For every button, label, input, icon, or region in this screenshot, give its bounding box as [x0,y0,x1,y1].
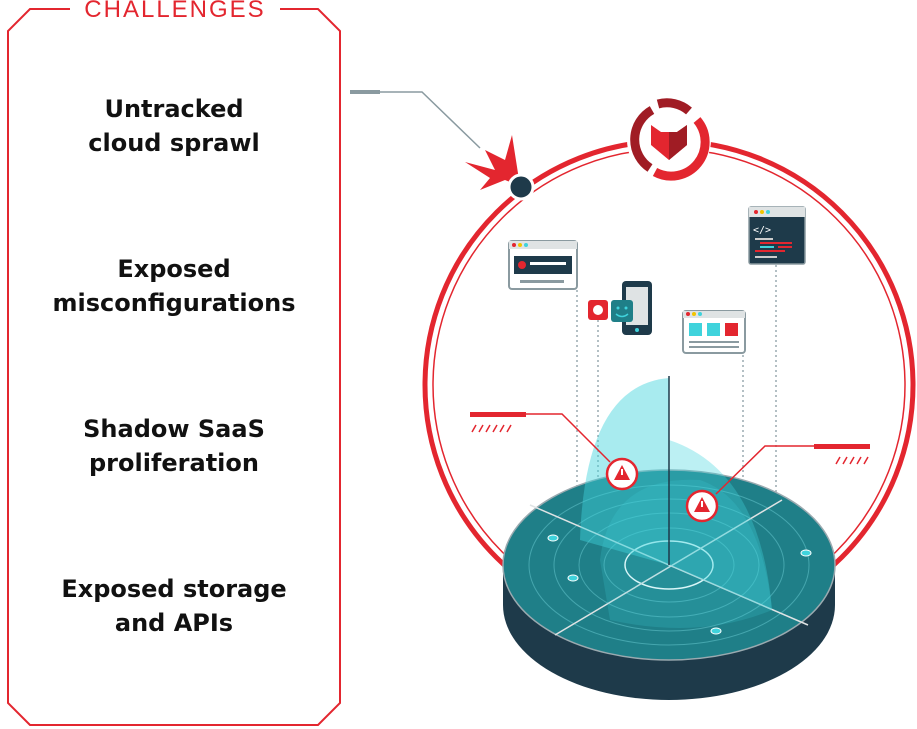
challenge-line: misconfigurations [52,289,296,317]
browser-window-icon [508,240,578,290]
challenge-line: Exposed [117,255,231,283]
challenge-line: and APIs [114,609,234,637]
callout-bar [350,90,380,94]
challenge-line: Untracked [104,95,244,123]
challenge-line: cloud sprawl [88,129,260,157]
challenge-item-misconfigurations: Exposed misconfigurations [8,252,340,320]
challenge-line: proliferation [89,449,259,477]
code-window-icon: </> [748,206,806,265]
fox-logo [627,98,711,182]
radar-platform [502,376,836,700]
callout-line [350,91,481,149]
alert-burst-icon [465,135,535,201]
challenge-line: Exposed storage [61,575,287,603]
challenge-item-cloud-sprawl: Untracked cloud sprawl [8,92,340,160]
warning-callout-right [685,444,870,523]
warning-callout-left [470,412,639,491]
challenge-line: Shadow SaaS [83,415,265,443]
dashboard-window-icon [682,310,746,354]
code-tag: </> [753,225,771,236]
challenge-item-storage-apis: Exposed storage and APIs [8,572,340,640]
panel-title: CHALLENGES [70,0,280,24]
mobile-device-icon [588,281,652,335]
challenge-item-shadow-saas: Shadow SaaS proliferation [8,412,340,480]
